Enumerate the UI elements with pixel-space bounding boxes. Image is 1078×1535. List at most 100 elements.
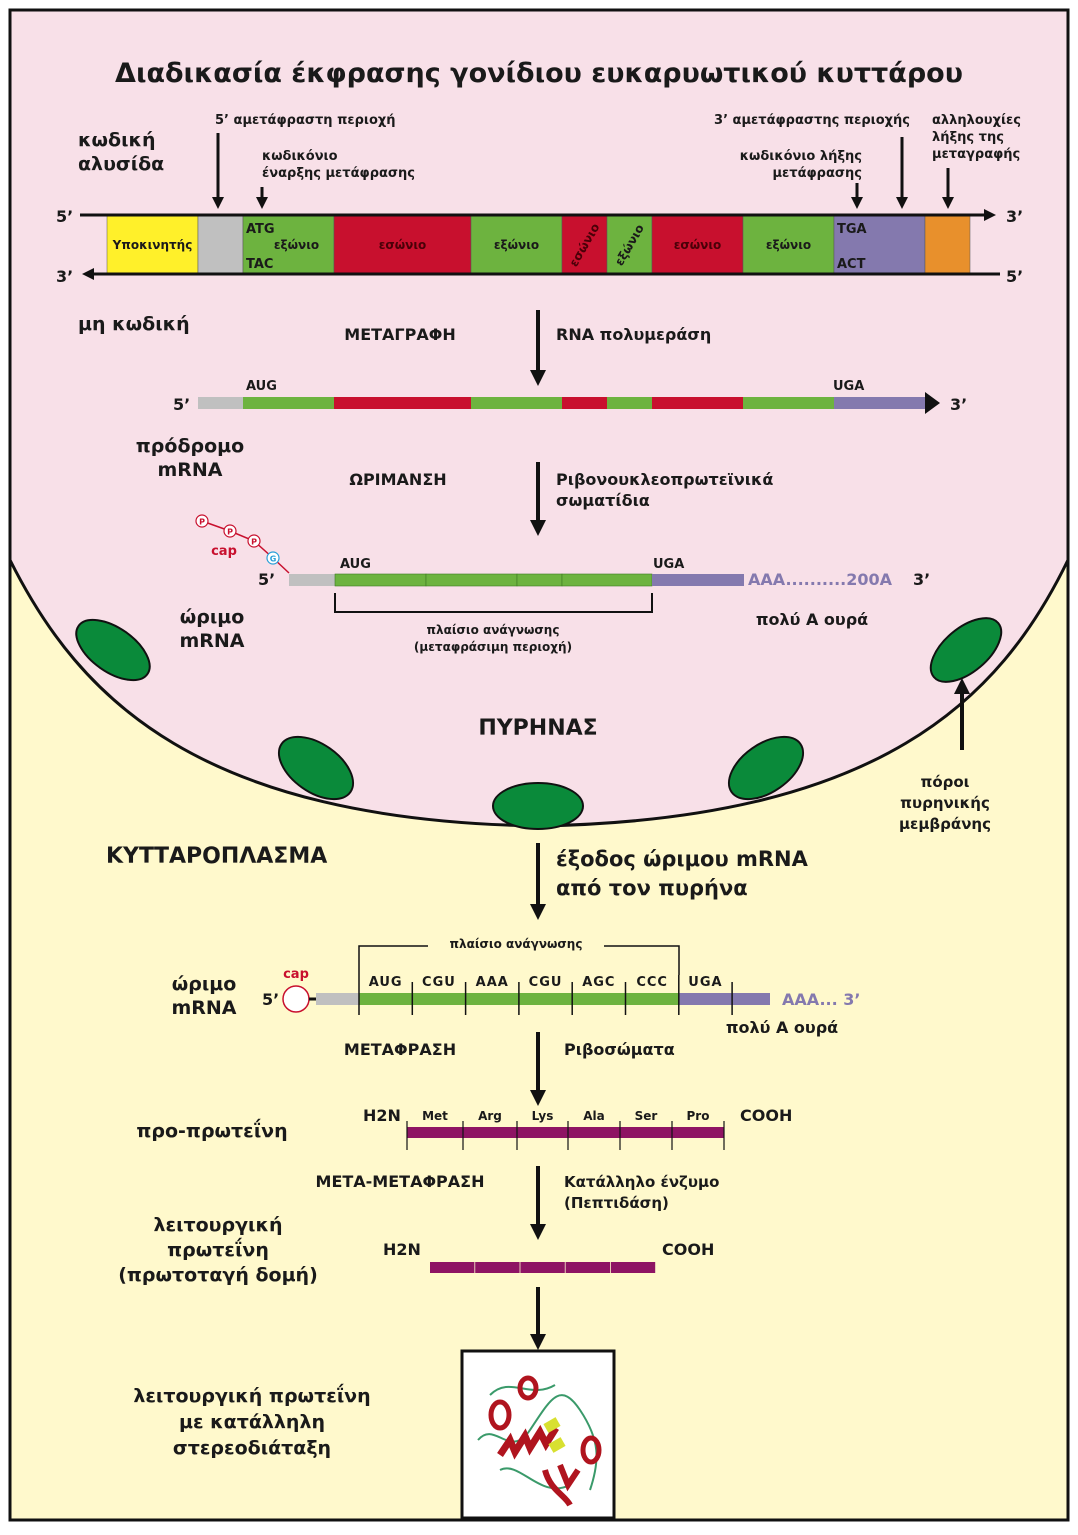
post-translation-step: ΜΕΤΑ-ΜΕΤΑΦΡΑΣΗ [316, 1172, 485, 1191]
cap-node-label: P [251, 538, 257, 547]
functional-protein-line: (πρωτοταγή δομή) [118, 1264, 318, 1286]
nucleus-label: ΠΥΡΗΝΑΣ [478, 716, 597, 741]
cytoplasm-polya-tail: πολύ Α ουρά [726, 1018, 838, 1037]
nuclear-pores [75, 617, 1003, 830]
amino-acid: Ala [583, 1109, 605, 1123]
pre-mrna-arrowhead [925, 392, 940, 414]
reading-frame-label-cytoplasm: πλαίσιο ανάγνωσης [450, 937, 583, 951]
amino-acid: Arg [478, 1109, 502, 1123]
nucleus-background [8, 8, 1070, 828]
pores-line: μεμβράνης [899, 815, 991, 833]
nuclear-pore [75, 618, 151, 682]
residue [565, 1262, 610, 1273]
cap-label: cap [211, 544, 237, 559]
dna-segment-promoter: Υποκινητής [106, 215, 199, 274]
amino-acid: Pro [687, 1109, 710, 1123]
utr3-annotation: 3’ αμετάφραστης περιοχής [714, 113, 910, 128]
protein-helix-icon [517, 1375, 539, 1401]
stop-codon-line: μετάφρασης [772, 166, 862, 181]
pre-mrna-intron [652, 397, 743, 409]
cap-node [247, 534, 261, 548]
reading-frame-line: (μεταφράσιμη περιοχή) [414, 640, 572, 654]
codon: CGU [529, 975, 563, 990]
translation-agent: Ριβοσώματα [564, 1040, 675, 1059]
stop-codon-line: κωδικόνιο λήξης [740, 149, 862, 164]
cytoplasm-mrna-5-end: 5’ [262, 990, 279, 1009]
cytoplasm-label: ΚΥΤΤΑΡΟΠΛΑΣΜΑ [106, 844, 327, 869]
codon-utr3 [678, 993, 770, 1005]
mature-mrna-line: ώριμο [180, 606, 245, 628]
codon-top: ATG [246, 222, 275, 237]
pores-line: πυρηνικής [900, 794, 990, 812]
amino-acid: Met [422, 1109, 448, 1123]
segment-label: εξώνιο [494, 238, 539, 252]
pre-mrna-utr5 [198, 397, 243, 409]
residue [475, 1262, 520, 1273]
functional-protein-line: λειτουργική [154, 1214, 283, 1236]
dna-segment-intron: εσώνιο [561, 215, 608, 274]
transcription-step: ΜΕΤΑΓΡΑΦΗ [344, 325, 455, 344]
export-line: έξοδος ώριμου mRNA [556, 847, 809, 871]
codon: AGC [582, 975, 615, 990]
mature-stop-codon: UGA [653, 557, 684, 572]
dna-segment-utr5 [197, 215, 244, 274]
protein-helix-icon [542, 1469, 573, 1507]
termination-line: λήξης της [932, 130, 1004, 145]
cap-node-label: P [199, 518, 205, 527]
noncoding-strand-label: μη κωδική [78, 313, 190, 335]
cap-node-label: G [270, 555, 277, 564]
protein-helix-icon [580, 1435, 602, 1465]
cap-circle [282, 985, 310, 1013]
n-terminus: H2N [383, 1240, 421, 1259]
mature-mrna-5-end: 5’ [258, 570, 275, 589]
cap-node-label: P [227, 528, 233, 537]
pre-mrna-utr3 [834, 397, 925, 409]
residue [610, 1262, 656, 1273]
protein-sheet-icon [543, 1417, 561, 1433]
reading-frame-label: πλαίσιο ανάγνωσης(μεταφράσιμη περιοχή) [414, 623, 572, 654]
coding-strand-line: αλυσίδα [78, 153, 164, 175]
start-codon-line: έναρξης μετάφρασης [262, 166, 415, 181]
pre-mrna-intron [334, 397, 471, 409]
pre-mrna-line: mRNA [157, 459, 222, 481]
maturation-agent-line: Ριβονουκλεοπρωτεϊνικά [556, 470, 773, 489]
nuclear-pore [929, 617, 1003, 683]
coding-3-end: 3’ [1006, 207, 1023, 226]
pre-mrna-5-end: 5’ [173, 395, 190, 414]
segment-label: εσώνιο [379, 238, 427, 252]
frame-border [8, 8, 1070, 1522]
pro-protein-label: προ-πρωτεΐνη [136, 1117, 287, 1142]
nuclear-pore [727, 735, 805, 801]
utr5-annotation: 5’ αμετάφραστη περιοχή [215, 113, 396, 128]
protein-helix-icon [557, 1463, 581, 1492]
dna-segment-exon: εξώνιο [470, 215, 563, 274]
post-agent-line: (Πεπτιδάση) [564, 1194, 669, 1212]
codon: CCC [636, 975, 668, 990]
folded-protein-line: στερεοδιάταξη [173, 1437, 331, 1459]
pre-mrna-exon [743, 397, 834, 409]
mrna-export-label: έξοδος ώριμου mRNA από τον πυρήνα [556, 847, 809, 900]
pro-protein-bar [407, 1127, 724, 1138]
mature-start-codon: AUG [340, 557, 371, 572]
codon-top: TGA [837, 222, 867, 237]
c-terminus: COOH [740, 1106, 792, 1125]
protein-helix-icon [497, 1424, 559, 1460]
mature-mrna-cyto-line: ώριμο [172, 973, 237, 995]
export-line: από τον πυρήνα [556, 876, 748, 900]
transcription-agent: RNA πολυμεράση [556, 325, 711, 344]
protein-helix-icon [488, 1399, 512, 1431]
nuclear-pore [277, 735, 355, 801]
segment-label: Υποκινητής [112, 238, 193, 252]
reading-frame-bracket-cytoplasm [358, 945, 680, 975]
